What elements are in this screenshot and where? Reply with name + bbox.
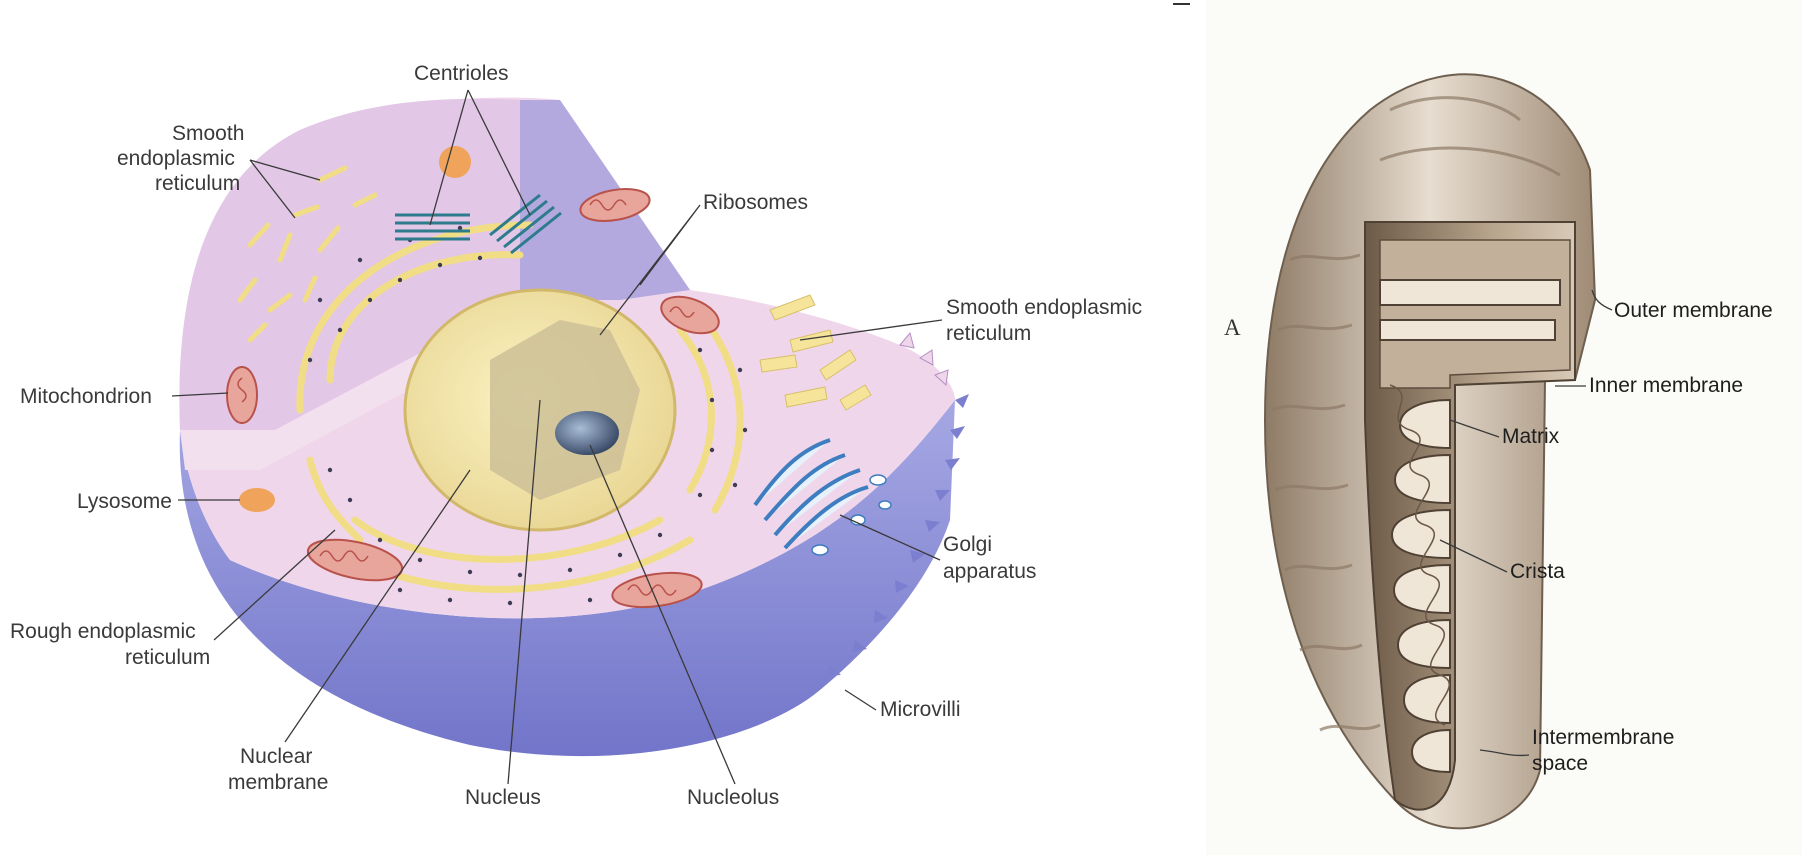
nucleolus-drawing [555,411,619,455]
label-nucleolus: Nucleolus [687,786,779,809]
label-smooth-er-right-2: reticulum [946,322,1031,345]
label-mitochondrion: Mitochondrion [20,385,152,408]
leader-microvilli [845,690,876,710]
label-inner-membrane: Inner membrane [1589,374,1743,397]
label-golgi-1: Golgi [943,533,992,556]
mito-matrix-shelf [1380,240,1570,388]
label-smooth-er-left-3: reticulum [155,172,240,195]
label-nuclear-membrane-1: Nuclear [240,745,312,768]
animal-cell-drawing [179,98,969,756]
label-lysosome: Lysosome [77,490,172,513]
label-intermembrane-space-2: space [1532,752,1588,775]
label-rough-er-2: reticulum [125,646,210,669]
label-nuclear-membrane-2: membrane [228,771,328,794]
panel-letter: A [1224,315,1241,340]
label-outer-membrane: Outer membrane [1614,299,1773,322]
label-centrioles: Centrioles [414,62,509,85]
label-smooth-er-left-2: endoplasmic [117,147,235,170]
label-ribosomes: Ribosomes [703,191,808,214]
label-rough-er-1: Rough endoplasmic [10,620,196,643]
label-intermembrane-space-1: Intermembrane [1532,726,1674,749]
label-matrix: Matrix [1502,425,1560,448]
label-crista: Crista [1510,560,1565,583]
lysosome-drawing [239,488,275,512]
label-smooth-er-right-1: Smooth endoplasmic [946,296,1142,319]
label-microvilli: Microvilli [880,698,961,721]
label-nucleus: Nucleus [465,786,541,809]
label-golgi-2: apparatus [943,560,1036,583]
label-smooth-er-left-1: Smooth [172,122,244,145]
lysosome-top-drawing [439,146,471,178]
